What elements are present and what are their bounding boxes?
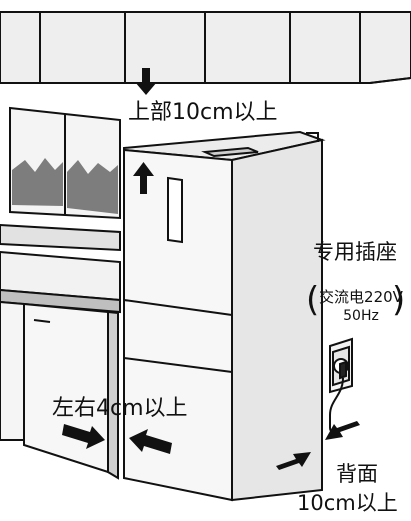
socket-frequency: 50Hz: [343, 308, 379, 324]
power-socket-icon: [329, 337, 353, 433]
kitchen-window: [0, 106, 121, 252]
kitchen-counter: [0, 250, 121, 480]
left-paren: (: [306, 280, 320, 320]
back-label: 背面: [336, 462, 378, 486]
socket-spec-label: 交流电220V 50Hz: [318, 288, 404, 324]
back-clearance-label: 10cm以上: [297, 491, 398, 515]
socket-voltage: 交流电220V: [319, 288, 403, 306]
side-clearance-label: 左右4cm以上: [52, 396, 188, 421]
socket-title-label: 专用插座: [313, 240, 397, 264]
right-paren: ): [392, 280, 406, 320]
wall-cabinet: [0, 11, 411, 84]
refrigerator: [123, 130, 326, 502]
arrow-icon: [62, 68, 360, 470]
top-clearance-label: 上部10cm以上: [128, 100, 278, 125]
